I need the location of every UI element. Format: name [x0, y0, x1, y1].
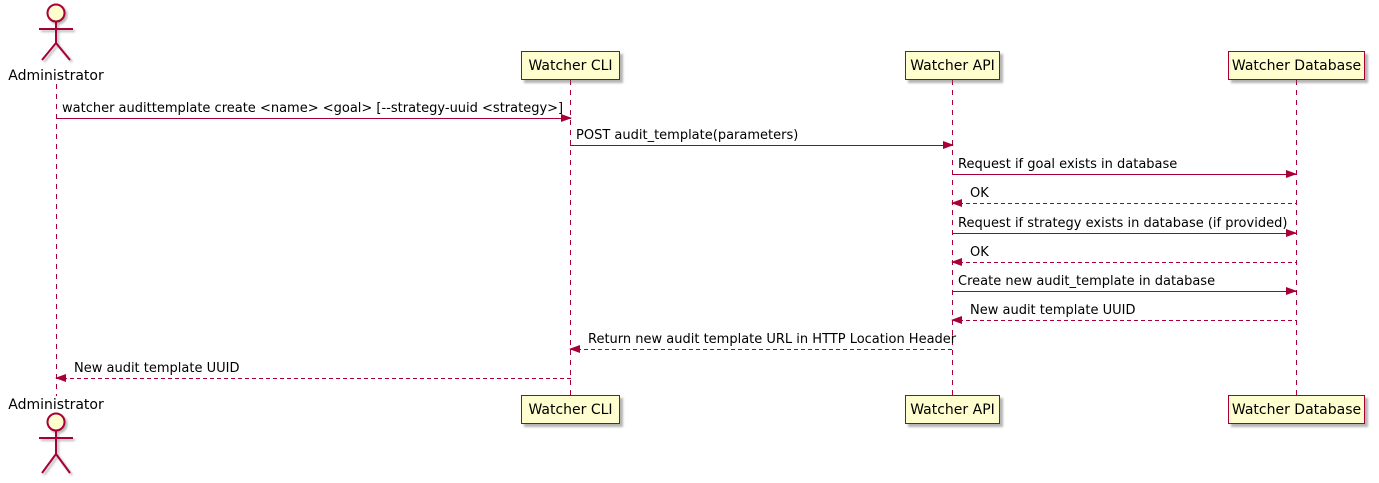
- arrowhead-right-icon: [943, 141, 954, 149]
- message-arrow-solid: [56, 114, 572, 122]
- message-create-audit-template-db: Create new audit_template in database: [952, 274, 1297, 295]
- arrowhead-right-icon: [1286, 170, 1297, 178]
- message-label: Request if goal exists in database: [958, 157, 1178, 172]
- participant-label: Watcher API: [910, 401, 995, 418]
- message-arrow-dashed: [951, 258, 1296, 266]
- message-label: OK: [970, 245, 989, 260]
- message-arrow-solid: [952, 170, 1297, 178]
- arrowhead-left-icon: [55, 374, 66, 382]
- lifeline-watcher-database: [1296, 80, 1297, 395]
- lifeline-watcher-api: [952, 80, 953, 395]
- arrowhead-right-icon: [1286, 229, 1297, 237]
- message-ok-goal: OK: [951, 186, 1296, 207]
- participant-label: Watcher CLI: [528, 57, 613, 74]
- actor-label-top: Administrator: [8, 68, 104, 84]
- message-arrow-solid: [952, 229, 1297, 237]
- participant-box-watcher-api-top: Watcher API: [905, 51, 1000, 80]
- message-new-uuid-admin: New audit template UUID: [55, 361, 571, 382]
- actor-icon: [39, 3, 73, 61]
- message-ok-strategy: OK: [951, 245, 1296, 266]
- actor-label-bottom: Administrator: [8, 397, 104, 413]
- participant-label: Watcher API: [910, 57, 995, 74]
- message-create-audittemplate: watcher audittemplate create <name> <goa…: [56, 101, 572, 122]
- message-return-url-location-header: Return new audit template URL in HTTP Lo…: [569, 332, 957, 353]
- message-label: watcher audittemplate create <name> <goa…: [62, 101, 564, 116]
- message-label: Create new audit_template in database: [958, 274, 1216, 289]
- arrowhead-left-icon: [951, 316, 962, 324]
- arrowhead-right-icon: [1286, 287, 1297, 295]
- message-arrow-dashed: [951, 316, 1296, 324]
- message-arrow-dashed: [569, 345, 953, 353]
- message-label: New audit template UUID: [74, 361, 240, 376]
- message-new-uuid-db: New audit template UUID: [951, 303, 1296, 324]
- message-label: New audit template UUID: [970, 303, 1136, 318]
- participant-label: Watcher CLI: [528, 401, 613, 418]
- message-arrow-solid: [570, 141, 954, 149]
- message-arrow-dashed: [951, 199, 1296, 207]
- message-label: Request if strategy exists in database (…: [958, 216, 1288, 231]
- message-request-strategy-exists: Request if strategy exists in database (…: [952, 216, 1297, 237]
- participant-box-watcher-api-bottom: Watcher API: [905, 395, 1000, 424]
- message-label: POST audit_template(parameters): [576, 128, 799, 143]
- participant-box-watcher-cli-top: Watcher CLI: [521, 51, 620, 80]
- message-label: Return new audit template URL in HTTP Lo…: [588, 332, 957, 347]
- arrowhead-left-icon: [951, 258, 962, 266]
- actor-icon: [39, 412, 73, 474]
- participant-label: Watcher Database: [1231, 57, 1362, 74]
- message-label: OK: [970, 186, 989, 201]
- arrowhead-left-icon: [569, 345, 580, 353]
- message-post-audit-template: POST audit_template(parameters): [570, 128, 954, 149]
- participant-box-watcher-database-bottom: Watcher Database: [1228, 395, 1365, 424]
- arrowhead-right-icon: [561, 114, 572, 122]
- message-arrow-solid: [952, 287, 1297, 295]
- message-arrow-dashed: [55, 374, 571, 382]
- participant-box-watcher-cli-bottom: Watcher CLI: [521, 395, 620, 424]
- participant-label: Watcher Database: [1231, 401, 1362, 418]
- participant-box-watcher-database-top: Watcher Database: [1228, 51, 1365, 80]
- arrowhead-left-icon: [951, 199, 962, 207]
- lifeline-watcher-cli: [570, 80, 571, 395]
- lifeline-administrator: [56, 84, 57, 396]
- message-request-goal-exists: Request if goal exists in database: [952, 157, 1297, 178]
